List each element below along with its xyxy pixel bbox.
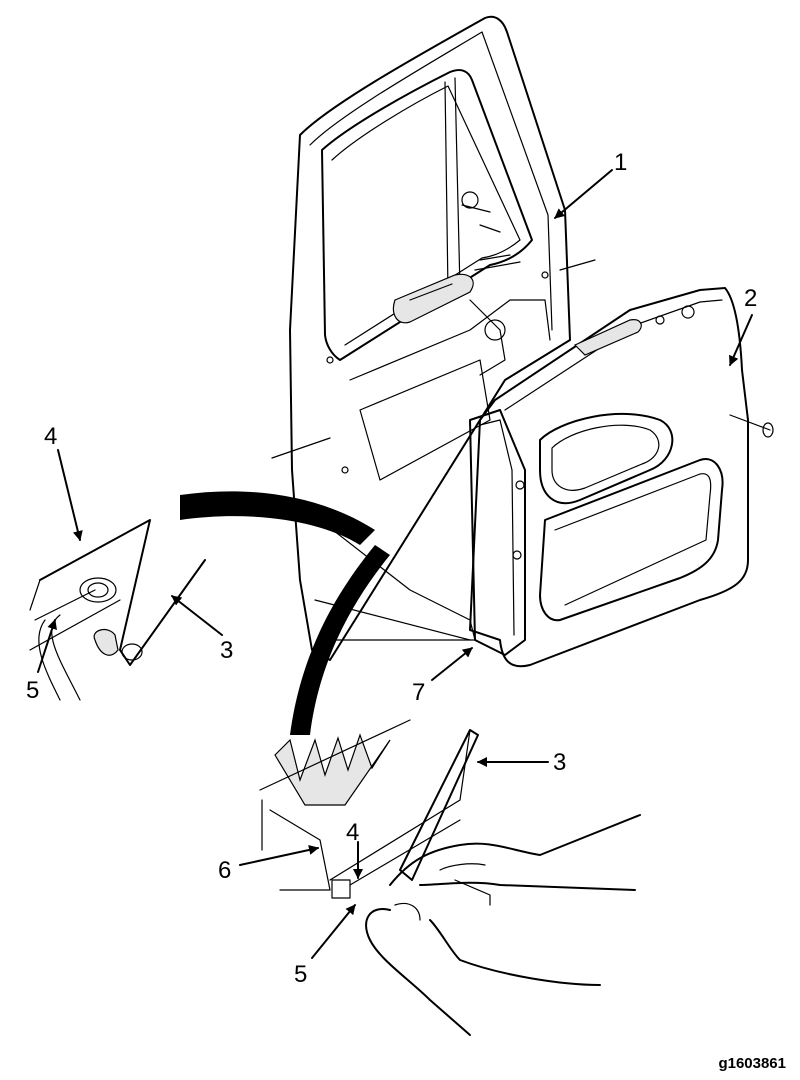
arrow-2: [729, 314, 753, 366]
arrow-4a: [57, 449, 83, 541]
arrow-5b: [311, 904, 356, 959]
callout-5-lower: 5: [294, 961, 307, 988]
door-inner-frame: [271, 15, 596, 661]
callout-2: 2: [744, 285, 757, 312]
detail-view-left: [29, 519, 206, 701]
figure-id: g1603861: [718, 1055, 786, 1072]
arrow-5a: [37, 619, 57, 673]
callout-6: 6: [218, 857, 231, 884]
detail-view-lower: [259, 719, 641, 1036]
arrow-3a: [171, 595, 223, 636]
callout-4-lower: 4: [346, 819, 359, 846]
callout-1: 1: [614, 149, 627, 176]
arrow-6: [239, 845, 319, 866]
callout-3-left: 3: [220, 637, 233, 664]
callout-7: 7: [412, 679, 425, 706]
detail-connector-lower: [290, 545, 390, 735]
arrow-1: [554, 169, 613, 219]
arrow-7: [431, 647, 473, 681]
callout-arrows: [37, 169, 753, 959]
callout-4-left: 4: [44, 423, 57, 450]
callout-3-lower: 3: [553, 749, 566, 776]
callout-5-left: 5: [26, 677, 39, 704]
detail-connector-upper: [180, 491, 375, 545]
door-trim-panel: [469, 287, 774, 668]
